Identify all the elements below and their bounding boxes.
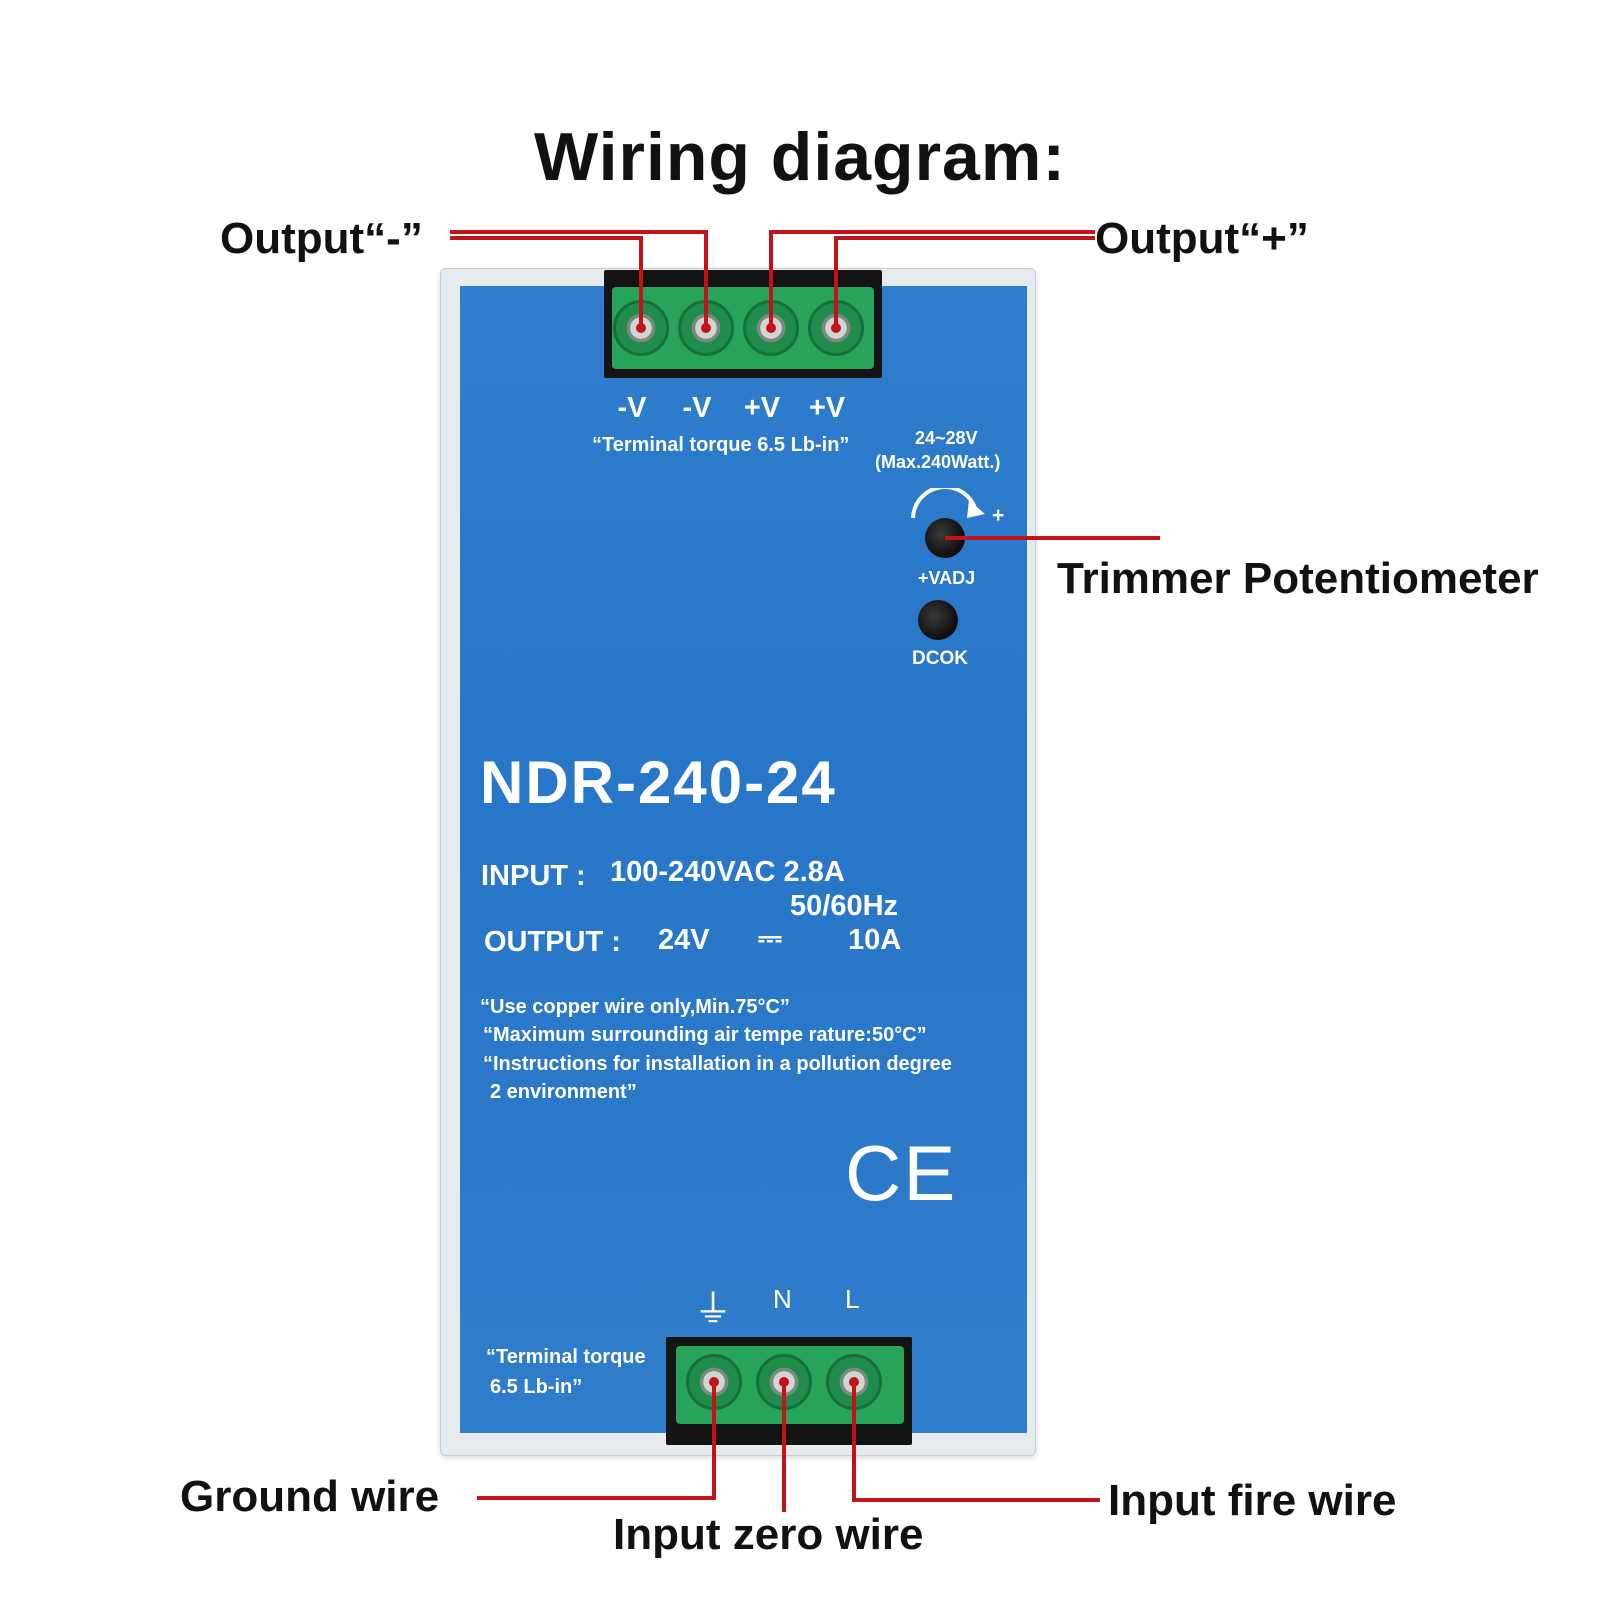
- wire-dot: [779, 1377, 789, 1387]
- terminal-label: -V: [682, 392, 712, 424]
- note-line: “Instructions for installation in a poll…: [483, 1053, 952, 1075]
- bottom-torque-note: 6.5 Lb-in”: [490, 1376, 583, 1398]
- voltage-range: 24~28V: [915, 428, 978, 448]
- output-current: 10A: [848, 924, 902, 956]
- callout-ground-wire: Ground wire: [180, 1472, 440, 1521]
- callout-trimmer-potentiometer: Trimmer Potentiometer: [1057, 554, 1539, 603]
- input-frequency: 50/60Hz: [790, 890, 899, 922]
- terminal-label: +V: [808, 392, 846, 424]
- wire-dot: [766, 323, 776, 333]
- note-line: “Maximum surrounding air tempe rature:50…: [483, 1024, 927, 1046]
- callout-input-zero-wire: Input zero wire: [613, 1510, 924, 1559]
- note-line: “Use copper wire only,Min.75°C”: [480, 996, 790, 1018]
- callout-output-plus: Output“+”: [1095, 214, 1309, 263]
- bottom-torque-note: “Terminal torque: [486, 1346, 646, 1368]
- wire-fire: [852, 1382, 1100, 1502]
- output-label: OUTPUT :: [484, 926, 621, 958]
- wire-output-plus-1: [769, 230, 1095, 328]
- ground-symbol-icon: ⏚: [694, 1289, 733, 1331]
- max-watt: (Max.240Watt.): [875, 452, 1001, 472]
- dc-symbol-icon: ⎓: [758, 922, 782, 955]
- terminal-label: -V: [617, 392, 647, 424]
- wire-dot: [636, 323, 646, 333]
- wire-ground: [477, 1382, 716, 1500]
- wire-dot: [831, 323, 841, 333]
- line-label: L: [845, 1284, 860, 1314]
- ce-mark-icon: CE: [845, 1129, 958, 1217]
- wire-dot: [701, 323, 711, 333]
- wire-output-minus-2: [450, 230, 708, 328]
- wire-output-plus-2: [834, 236, 1095, 328]
- neutral-label: N: [773, 1284, 792, 1314]
- output-voltage: 24V: [658, 924, 710, 956]
- callout-output-minus: Output“-”: [220, 214, 423, 263]
- callout-input-fire-wire: Input fire wire: [1108, 1476, 1397, 1525]
- page-title: Wiring diagram:: [534, 119, 1066, 195]
- dcok-indicator: [918, 600, 958, 640]
- adjust-arrow-icon: [911, 488, 985, 519]
- input-label: INPUT :: [481, 860, 586, 892]
- wire-output-minus-1: [450, 236, 643, 328]
- plus-sign: +: [992, 504, 1005, 527]
- wire-dot: [709, 1377, 719, 1387]
- terminal-label: +V: [743, 392, 781, 424]
- input-value: 100-240VAC 2.8A: [610, 856, 845, 888]
- front-panel: [460, 286, 1027, 1433]
- dcok-label: DCOK: [912, 648, 968, 669]
- vadj-label: +VADJ: [918, 568, 976, 588]
- top-torque-note: “Terminal torque 6.5 Lb-in”: [592, 434, 850, 456]
- note-line: 2 environment”: [490, 1081, 637, 1103]
- model-number: NDR-240-24: [480, 749, 837, 816]
- wire-dot: [849, 1377, 859, 1387]
